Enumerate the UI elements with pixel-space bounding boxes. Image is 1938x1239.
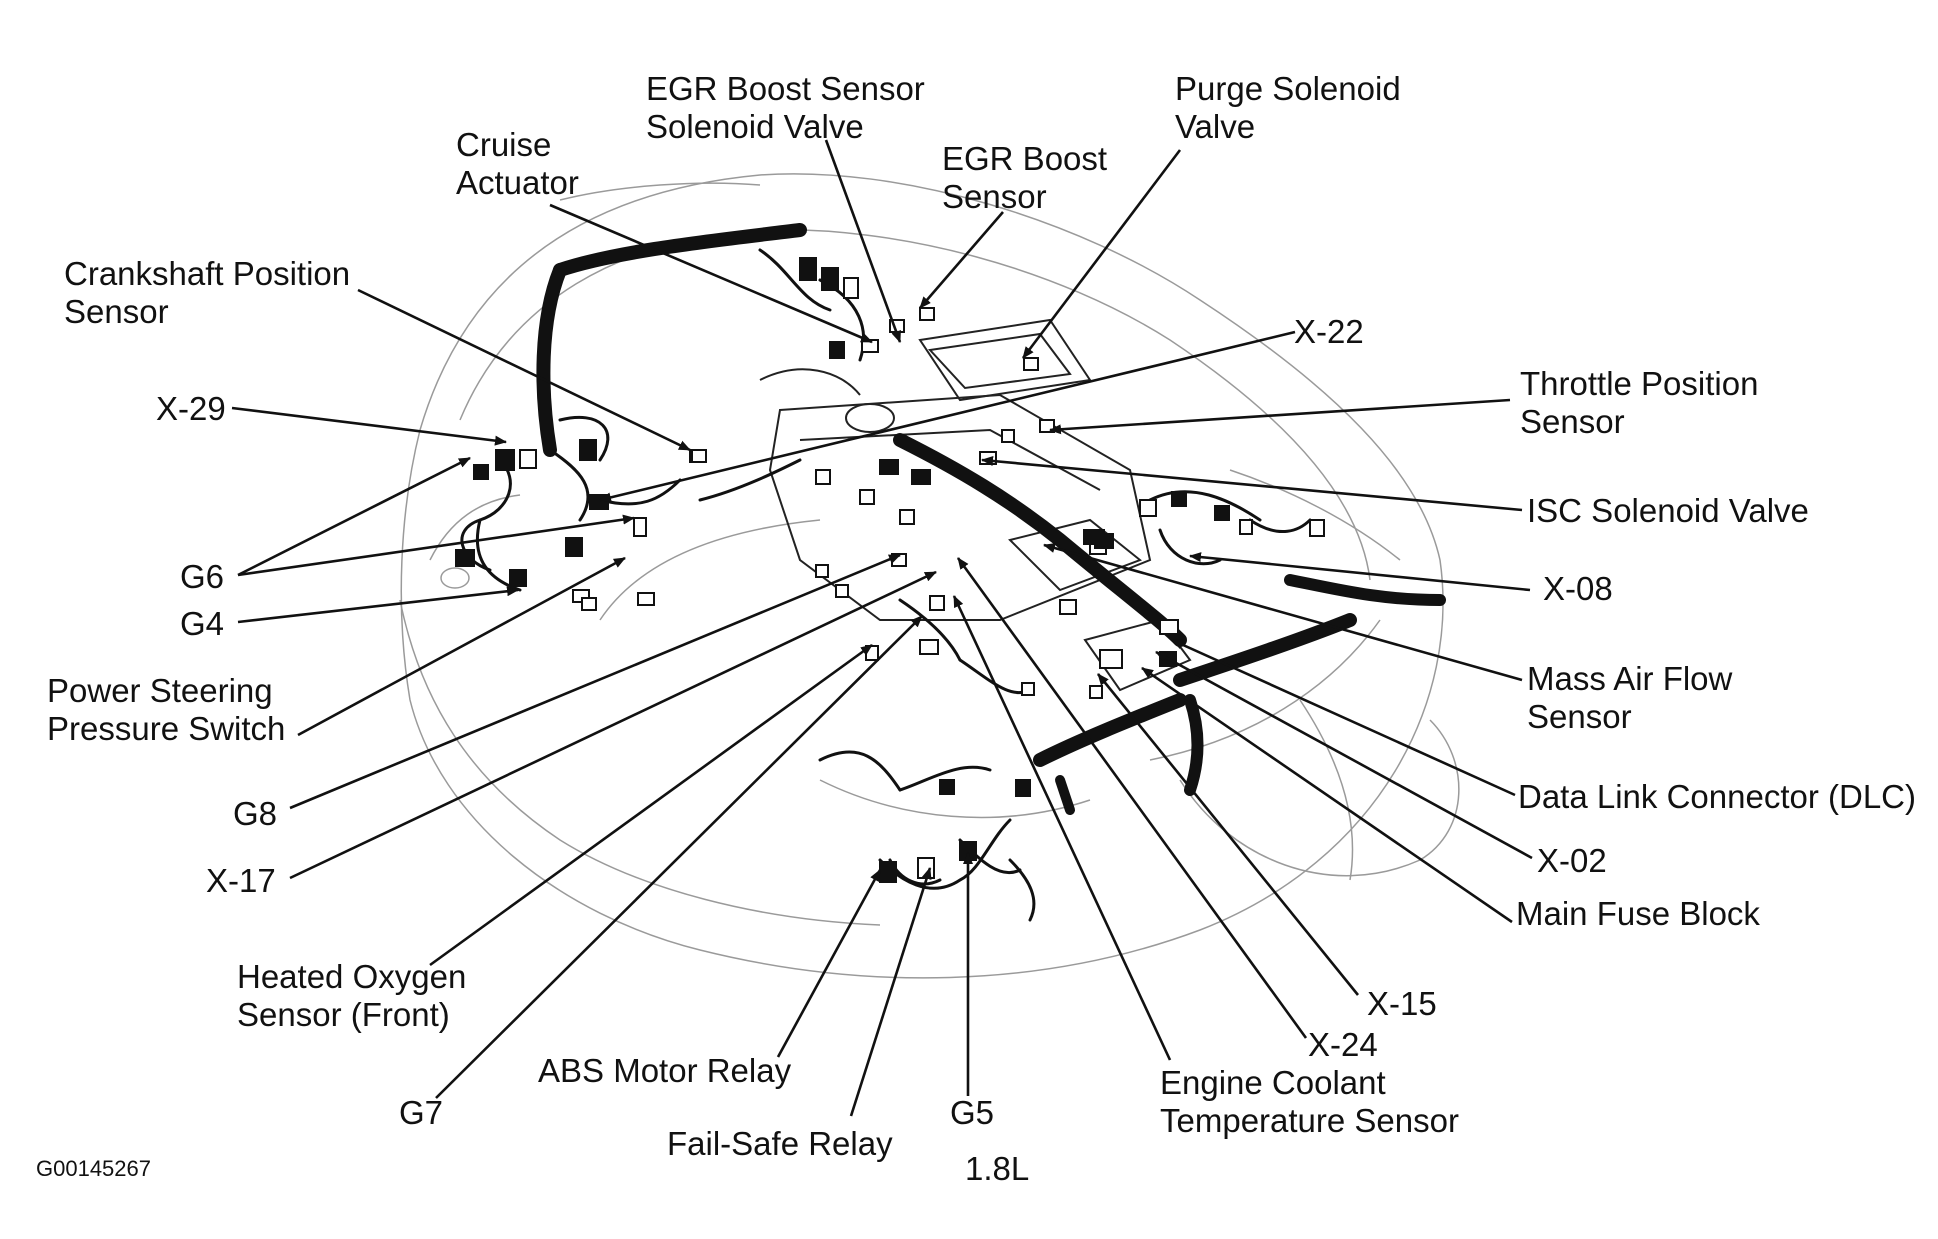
engine-block	[759, 318, 1192, 692]
leader-g8	[289, 553, 901, 810]
figure-id: G00145267	[36, 1156, 151, 1181]
label-line1: G6	[180, 558, 225, 595]
label-line1: G4	[180, 605, 225, 642]
label-fail-safe-relay: Fail-Safe Relay	[667, 1125, 893, 1163]
label-line1: Cruise	[456, 126, 552, 163]
label-data-link-connector: Data Link Connector (DLC)	[1518, 778, 1916, 816]
label-g8: G8	[233, 795, 277, 833]
leader-abs	[776, 869, 882, 1058]
vehicle-body-outline	[399, 173, 1460, 979]
leader-g7	[435, 615, 923, 1099]
label-line1: Engine Coolant	[1160, 1064, 1386, 1101]
leader-isc	[981, 456, 1523, 512]
leader-main-fuse	[1141, 666, 1513, 924]
leader-x17	[289, 570, 937, 880]
label-line1: X-24	[1308, 1026, 1378, 1063]
label-x-15: X-15	[1367, 985, 1437, 1023]
label-isc-solenoid-valve: ISC Solenoid Valve	[1527, 492, 1809, 530]
label-line1: X-29	[156, 390, 226, 427]
label-line1: EGR Boost	[942, 140, 1108, 177]
label-line1: Power Steering	[47, 672, 273, 709]
label-abs-motor-relay: ABS Motor Relay	[538, 1052, 791, 1090]
leader-egr-boost-sensor	[919, 211, 1004, 309]
label-line1: Fail-Safe Relay	[667, 1125, 893, 1162]
leader-hos	[429, 643, 873, 967]
label-line1: EGR Boost Sensor	[646, 70, 925, 107]
label-line2: Sensor	[1520, 403, 1625, 440]
leader-x08	[1189, 552, 1531, 592]
label-line2: Actuator	[456, 164, 579, 201]
leader-ect	[952, 595, 1172, 1061]
leader-dlc	[1171, 638, 1516, 797]
leader-crankshaft	[357, 288, 691, 452]
label-x-22: X-22	[1294, 313, 1364, 351]
label-x-29: X-29	[156, 390, 226, 428]
leader-x15	[1096, 673, 1360, 996]
leader-fail-safe	[849, 867, 932, 1117]
label-line1: Mass Air Flow	[1527, 660, 1733, 697]
label-line1: G7	[399, 1094, 444, 1131]
leader-x29	[231, 406, 507, 446]
leader-maf	[1043, 543, 1523, 682]
label-line1: Main Fuse Block	[1516, 895, 1760, 932]
leader-g4	[237, 586, 519, 624]
label-x-24: X-24	[1308, 1026, 1378, 1064]
label-g6: G6	[180, 558, 224, 596]
label-line1: Crankshaft Position	[64, 255, 351, 292]
label-line2: Sensor (Front)	[237, 996, 450, 1033]
leader-pss	[297, 556, 626, 737]
label-x-08: X-08	[1543, 570, 1613, 608]
label-line1: X-22	[1294, 313, 1364, 350]
label-line2: Pressure Switch	[47, 710, 286, 747]
label-main-fuse-block: Main Fuse Block	[1516, 895, 1760, 933]
leader-lines	[231, 139, 1533, 1117]
engine-designation: 1.8L	[965, 1150, 1030, 1187]
label-line1: Throttle Position	[1520, 365, 1759, 402]
label-x-02: X-02	[1537, 842, 1607, 880]
label-line1: ABS Motor Relay	[538, 1052, 792, 1089]
leader-throttle	[1049, 398, 1511, 435]
label-line1: Data Link Connector (DLC)	[1518, 778, 1916, 815]
leader-cruise-actuator	[549, 203, 873, 344]
label-line1: Heated Oxygen	[237, 958, 467, 995]
label-line1: X-02	[1537, 842, 1607, 879]
label-line2: Solenoid Valve	[646, 108, 864, 145]
label-line1: G8	[233, 795, 278, 832]
label-line2: Sensor	[1527, 698, 1632, 735]
label-x-17: X-17	[206, 862, 276, 900]
label-line2: Valve	[1175, 108, 1256, 145]
label-line2: Temperature Sensor	[1160, 1102, 1459, 1139]
leader-g6-b	[237, 514, 635, 577]
label-line1: X-17	[206, 862, 276, 899]
leader-g6-a	[237, 456, 471, 577]
leader-x02	[1155, 650, 1533, 860]
leader-x24	[956, 557, 1308, 1039]
label-line2: Sensor	[942, 178, 1047, 215]
label-line1: G5	[950, 1094, 995, 1131]
leader-x22	[599, 330, 1296, 503]
label-g4: G4	[180, 605, 224, 643]
label-line1: X-15	[1367, 985, 1437, 1022]
leader-egr-solenoid	[824, 139, 902, 343]
label-g5: G5	[950, 1094, 994, 1132]
label-g7: G7	[399, 1094, 443, 1132]
leader-purge-solenoid	[1021, 149, 1182, 359]
label-line2: Sensor	[64, 293, 169, 330]
label-line1: ISC Solenoid Valve	[1527, 492, 1809, 529]
label-line1: Purge Solenoid	[1175, 70, 1401, 107]
label-line1: X-08	[1543, 570, 1613, 607]
